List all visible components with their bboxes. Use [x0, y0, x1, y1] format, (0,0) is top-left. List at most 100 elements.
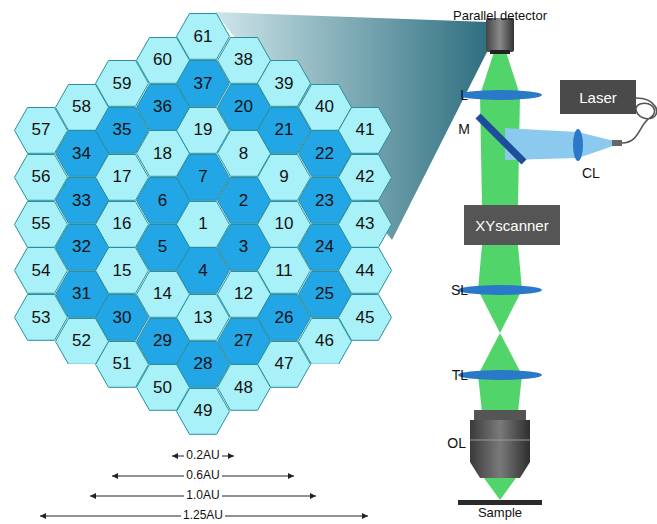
element-number: 44 — [356, 261, 375, 281]
element-number: 43 — [356, 214, 375, 234]
element-number: 39 — [275, 74, 294, 94]
element-number: 21 — [275, 120, 294, 140]
lens-l — [458, 90, 542, 100]
element-number: 4 — [198, 261, 207, 281]
element-number: 12 — [234, 284, 253, 304]
element-number: 40 — [315, 97, 334, 117]
part-label: SL — [451, 283, 468, 298]
element-number: 54 — [32, 261, 51, 281]
element-number: 22 — [315, 144, 334, 164]
element-number: 34 — [72, 144, 91, 164]
element-number: 56 — [32, 167, 51, 187]
part-label: M — [458, 122, 470, 137]
part-label: CL — [582, 166, 600, 181]
excitation-beam — [578, 132, 622, 158]
element-number: 16 — [113, 214, 132, 234]
element-number: 45 — [356, 308, 375, 328]
element-number: 24 — [315, 237, 334, 257]
element-number: 41 — [356, 120, 375, 140]
detector-element: 55 — [14, 201, 68, 248]
element-number: 47 — [275, 354, 294, 374]
element-number: 9 — [279, 167, 288, 187]
part-label: Sample — [478, 506, 522, 520]
element-number: 18 — [153, 144, 172, 164]
scale-bars — [40, 456, 368, 516]
element-number: 14 — [153, 284, 172, 304]
element-number: 11 — [275, 261, 293, 281]
element-number: 30 — [113, 308, 132, 328]
element-number: 53 — [32, 308, 51, 328]
objective-band — [470, 440, 530, 441]
sample-slide — [458, 500, 542, 505]
detector-body — [486, 18, 514, 52]
element-number: 28 — [194, 354, 213, 374]
element-number: 27 — [234, 331, 253, 351]
element-number: 7 — [198, 167, 207, 187]
element-number: 1 — [198, 214, 207, 234]
detector-element: 61 — [176, 13, 230, 60]
detector-label: Parallel detector — [453, 9, 547, 23]
element-number: 55 — [32, 214, 51, 234]
detector-element: 44 — [338, 247, 392, 294]
objective-body — [470, 420, 530, 478]
element-number: 6 — [158, 191, 167, 211]
detector-element: 53 — [14, 294, 68, 341]
element-number: 61 — [194, 27, 213, 47]
lens-tl — [458, 370, 542, 380]
detector-element: 56 — [14, 154, 68, 201]
element-number: 48 — [234, 378, 253, 398]
component-box: XYscanner — [464, 205, 560, 245]
element-number: 15 — [113, 261, 132, 281]
element-number: 23 — [315, 191, 334, 211]
element-number: 10 — [275, 214, 294, 234]
detector-element: 43 — [338, 201, 392, 248]
element-number: 13 — [194, 308, 213, 328]
detector-window — [490, 50, 510, 54]
element-number: 38 — [234, 50, 253, 70]
element-number: 50 — [153, 378, 172, 398]
element-number: 51 — [113, 354, 132, 374]
element-number: 52 — [72, 331, 91, 351]
element-number: 3 — [239, 237, 248, 257]
element-number: 20 — [234, 97, 253, 117]
element-number: 59 — [113, 74, 132, 94]
element-number: 46 — [315, 331, 334, 351]
element-number: 5 — [158, 237, 167, 257]
part-label: TL — [452, 368, 468, 383]
dimension-label: 1.25AU — [181, 509, 225, 522]
element-number: 26 — [275, 308, 294, 328]
element-number: 35 — [113, 120, 132, 140]
element-number: 32 — [72, 237, 91, 257]
element-number: 8 — [239, 144, 248, 164]
part-label: L — [460, 88, 468, 103]
lens-sl — [458, 285, 542, 295]
element-number: 33 — [72, 191, 91, 211]
detector-element: 42 — [338, 154, 392, 201]
element-number: 60 — [153, 50, 172, 70]
objective-collar — [474, 410, 526, 420]
element-number: 2 — [239, 191, 248, 211]
element-number: 58 — [72, 97, 91, 117]
dimension-label: 0.2AU — [184, 449, 221, 462]
fiber-connector — [612, 140, 622, 146]
component-box: Laser — [560, 80, 636, 114]
element-number: 31 — [72, 284, 91, 304]
element-number: 37 — [194, 74, 213, 94]
element-number: 42 — [356, 167, 375, 187]
component-label: XYscanner — [475, 217, 548, 234]
element-number: 17 — [113, 167, 132, 187]
part-label: OL — [447, 436, 466, 451]
element-number: 19 — [194, 120, 213, 140]
element-number: 57 — [32, 120, 51, 140]
dimension-label: 0.6AU — [184, 469, 221, 482]
element-number: 29 — [153, 331, 172, 351]
element-number: 49 — [194, 401, 213, 421]
detector-element: 41 — [338, 107, 392, 154]
element-number: 36 — [153, 97, 172, 117]
component-label: Laser — [579, 89, 617, 106]
element-number: 25 — [315, 284, 334, 304]
dimension-label: 1.0AU — [184, 489, 221, 502]
detector-element: 54 — [14, 247, 68, 294]
dichroic-mirror — [478, 116, 524, 162]
lens-cl — [573, 129, 583, 161]
